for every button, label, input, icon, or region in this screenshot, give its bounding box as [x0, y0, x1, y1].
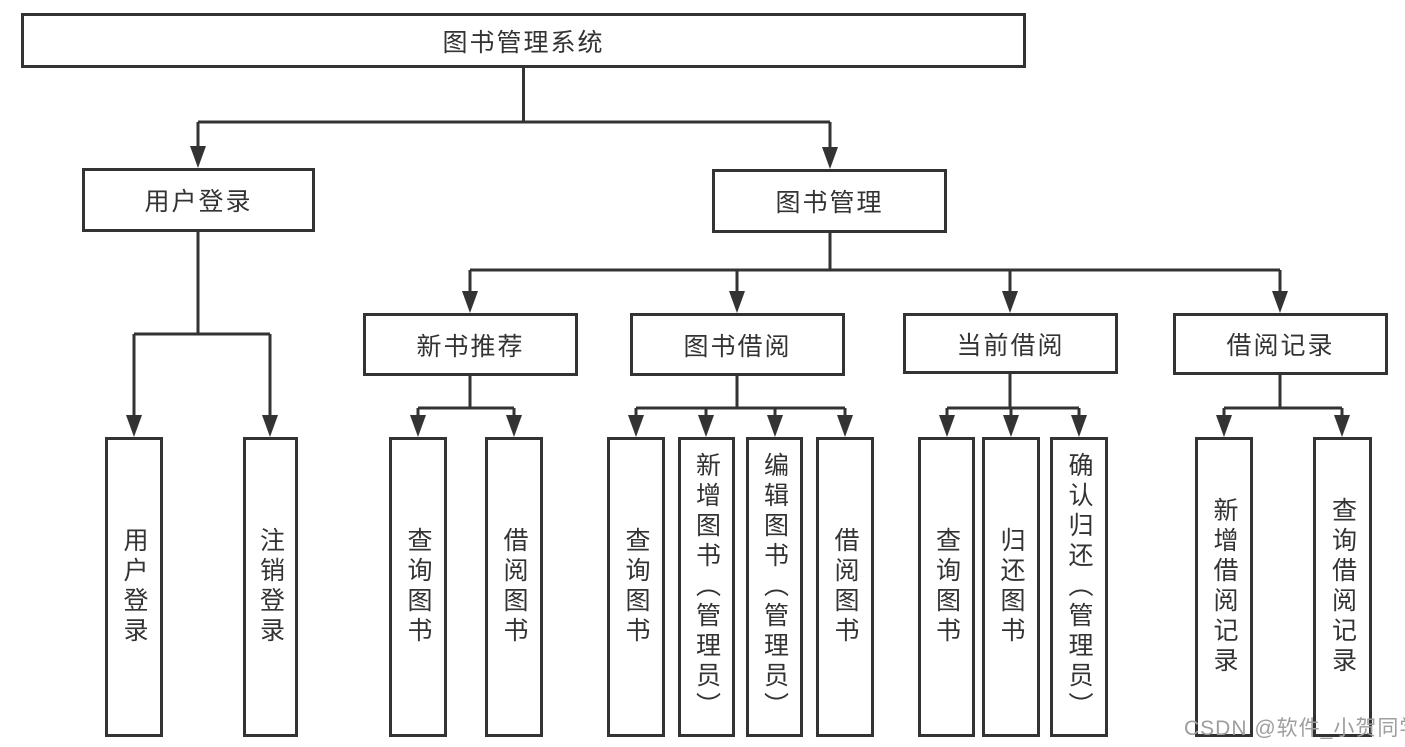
node-library-management-system: 图书管理系统	[21, 13, 1026, 68]
arrowheads	[126, 146, 1350, 437]
leaf-query-books-current: 查询图书	[918, 437, 975, 737]
connector-user-login-to-leaves	[132, 232, 272, 421]
connector-current-borrow-to-leaves	[945, 374, 1081, 421]
leaf-add-borrow-record: 新增借阅记录	[1195, 437, 1253, 737]
csdn-watermark: CSDN @软件_小贺同学	[1184, 717, 1405, 740]
connector-book-borrow-to-leaves	[634, 376, 847, 421]
leaf-query-books-recommend: 查询图书	[389, 437, 447, 737]
leaf-user-login: 用户登录	[105, 437, 163, 737]
leaf-borrow-books-recommend: 借阅图书	[485, 437, 543, 737]
leaf-edit-books-admin: 编辑图书（管理员）	[746, 437, 803, 737]
leaf-add-books-admin: 新增图书（管理员）	[678, 437, 735, 737]
connector-new-book-to-leaves	[416, 376, 516, 421]
leaf-confirm-return-admin: 确认归还（管理员）	[1050, 437, 1108, 737]
connector-borrow-records-to-leaves	[1222, 375, 1344, 421]
node-book-borrow: 图书借阅	[630, 313, 845, 376]
connector-book-mgmt-to-level3	[468, 233, 1282, 297]
leaf-logout: 注销登录	[243, 437, 298, 737]
leaf-query-books-borrow: 查询图书	[607, 437, 665, 737]
node-current-borrow: 当前借阅	[903, 313, 1118, 374]
connector-root-to-level2	[196, 68, 832, 153]
node-borrow-records: 借阅记录	[1173, 313, 1388, 375]
leaf-return-books: 归还图书	[982, 437, 1040, 737]
leaf-borrow-books: 借阅图书	[816, 437, 874, 737]
node-new-book-recommend: 新书推荐	[363, 313, 578, 376]
leaf-query-borrow-record: 查询借阅记录	[1313, 437, 1372, 737]
node-book-management: 图书管理	[712, 169, 947, 233]
node-user-login: 用户登录	[82, 168, 315, 232]
